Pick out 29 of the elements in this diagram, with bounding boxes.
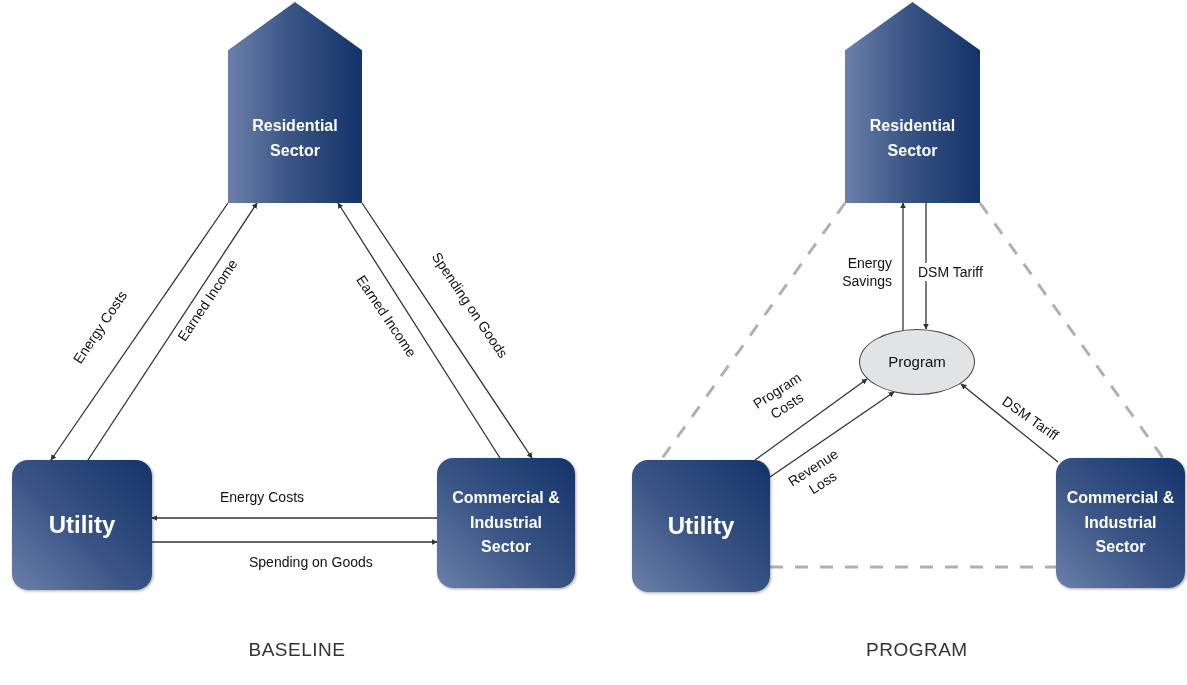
panel-title: BASELINE xyxy=(248,639,346,661)
arrow xyxy=(151,515,438,521)
node-label: Residential Sector xyxy=(868,116,957,161)
arrow xyxy=(754,378,868,461)
arrow xyxy=(337,202,501,459)
rounded-box xyxy=(632,460,770,592)
arrow xyxy=(361,202,533,459)
house-shape xyxy=(845,2,980,203)
dashed-line xyxy=(659,202,847,461)
rounded-box xyxy=(12,460,152,590)
node-label: Commercial & Industrial Sector xyxy=(451,487,561,558)
rounded-box xyxy=(437,458,575,588)
arrow xyxy=(769,391,895,478)
house-shape xyxy=(228,2,362,203)
arrow xyxy=(151,539,438,545)
node-label: Utility xyxy=(667,511,735,542)
edge-label: Spending on Goods xyxy=(247,553,375,572)
dashed-line xyxy=(770,565,1056,569)
arrow xyxy=(960,383,1059,463)
panel-title: PROGRAM xyxy=(866,639,968,661)
dashed-line xyxy=(978,202,1165,459)
arrow xyxy=(87,202,258,461)
arrow xyxy=(50,202,229,461)
rounded-box xyxy=(1056,458,1185,588)
node-label: Program xyxy=(888,352,946,373)
node-label: Residential Sector xyxy=(251,116,339,161)
node-label: Commercial & Industrial Sector xyxy=(1065,487,1176,558)
node-label: Utility xyxy=(48,510,116,541)
arrow xyxy=(900,202,906,331)
